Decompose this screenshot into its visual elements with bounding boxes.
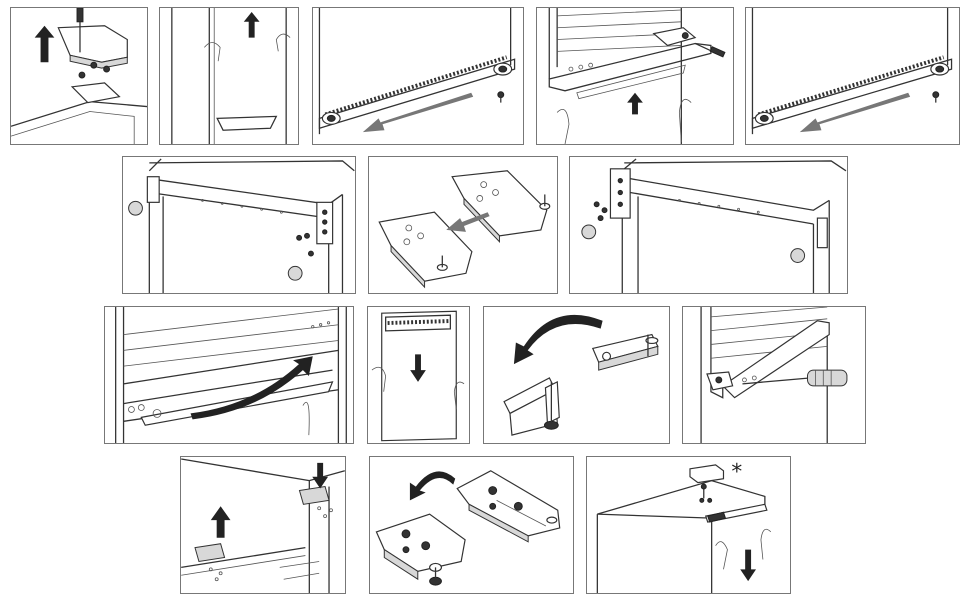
up-arrow-icon — [210, 506, 231, 538]
down-arrow-icon — [312, 462, 329, 489]
down-arrow-icon — [740, 549, 757, 582]
down-arrow-icon — [410, 354, 426, 382]
panel-swap-hinge-plates — [368, 156, 558, 294]
panel-unscrew-middle-hinge — [536, 7, 734, 145]
up-arrow-icon — [627, 92, 643, 115]
panel-fit-top-hinge: * — [586, 456, 791, 594]
panel-remove-upper-pin — [312, 7, 524, 145]
panel-remove-lower-pin — [745, 7, 960, 145]
up-arrow-icon — [243, 11, 260, 38]
panel-rotate-middle-hinge — [483, 306, 670, 444]
curved-arrow-icon — [409, 471, 456, 501]
panel-transfer-hinge — [122, 156, 356, 294]
left-arrow-icon — [799, 92, 911, 133]
up-arrow-icon — [34, 25, 55, 63]
left-arrow-icon — [446, 212, 490, 232]
panel-mount-bottom-hinge — [569, 156, 848, 294]
panel-screw-middle-hinge — [682, 306, 866, 444]
panel-refit-freezer-door — [104, 306, 354, 444]
curved-arrow-icon — [513, 314, 603, 365]
panel-lift-upper-door — [159, 7, 299, 145]
curved-arrow-icon — [190, 356, 313, 420]
panel-swap-hole-covers — [180, 456, 346, 594]
left-arrow-icon — [362, 92, 474, 133]
panel-flip-top-hinge-plate — [369, 456, 574, 594]
panel-lower-freezer-door — [367, 306, 470, 444]
footnote-asterisk: * — [731, 460, 742, 485]
panel-remove-top-hinge — [10, 7, 148, 145]
